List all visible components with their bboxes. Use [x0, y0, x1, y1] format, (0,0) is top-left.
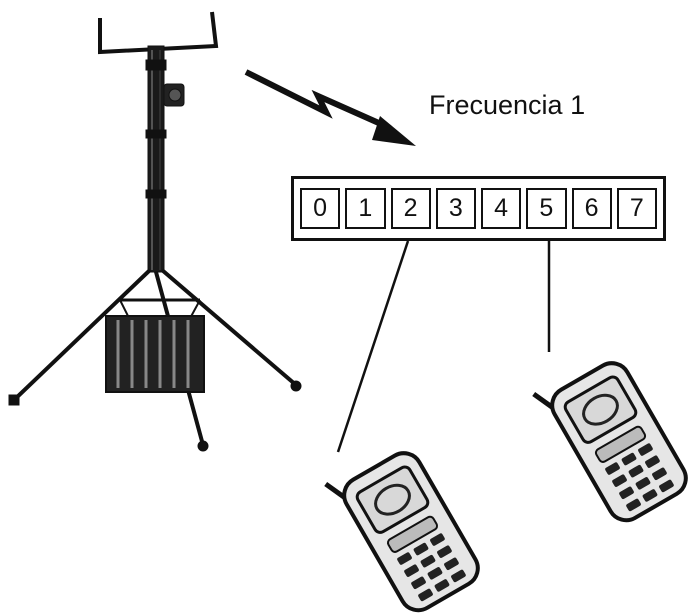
time-slot-3: 3 [435, 188, 476, 229]
time-slot-0: 0 [300, 188, 341, 229]
time-slot-1: 1 [345, 188, 386, 229]
time-slot-7: 7 [616, 188, 657, 229]
slot-2-link-line [336, 240, 410, 453]
radio-signal-arrow-icon [244, 69, 416, 146]
time-slot-2: 2 [390, 188, 431, 229]
frequency-label: Frecuencia 1 [429, 90, 586, 120]
time-slot-4: 4 [481, 188, 522, 229]
time-slot-6: 6 [571, 188, 612, 229]
time-slot-5: 5 [526, 188, 567, 229]
base-station-tower-icon [8, 11, 302, 452]
mobile-phone-2-icon [532, 361, 688, 523]
tdma-frame: 0 1 2 3 4 5 6 7 [291, 176, 666, 241]
mobile-phone-1-icon [324, 451, 480, 613]
